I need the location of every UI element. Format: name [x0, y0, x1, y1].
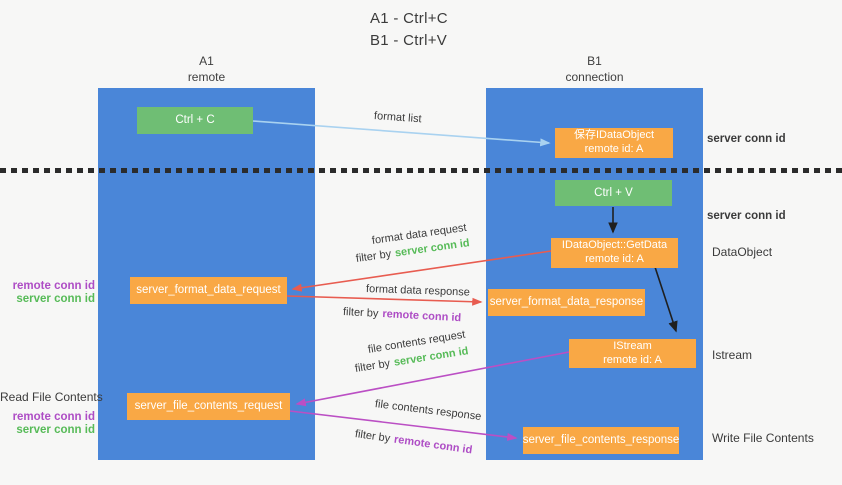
save-idataobject-line1: 保存IDataObject: [573, 129, 655, 142]
filter-by-text: filter by: [355, 248, 392, 265]
lifeline-header-b1: B1 connection: [486, 54, 703, 85]
lifeline-b1-name: B1: [587, 54, 602, 68]
filter-by-text: filter by: [354, 357, 391, 375]
ctrl-v-box: Ctrl + V: [555, 180, 672, 206]
ctrl-c-label: Ctrl + C: [175, 114, 215, 127]
left-conn-id-block-2: Read File Contents remote conn id server…: [0, 390, 103, 437]
getdata-line2: remote id: A: [585, 253, 644, 265]
save-idataobject-line2: remote id: A: [584, 143, 644, 155]
istream-line2: remote id: A: [603, 353, 662, 366]
server-file-contents-request-box: server_file_contents_request: [127, 393, 290, 420]
server-conn-id-annotation-2: server conn id: [16, 424, 95, 436]
istream-line1: IStream: [613, 339, 652, 352]
title-line-b1: B1 - Ctrl+V: [370, 31, 448, 49]
server-format-data-response-label: server_format_data_response: [489, 296, 644, 309]
lifeline-a1-role: remote: [187, 69, 226, 84]
file-contents-response-label: file contents response: [374, 398, 482, 423]
lifeline-a1-name: A1: [199, 54, 214, 68]
filter-by-text: filter by: [342, 306, 379, 320]
dataobject-annotation: DataObject: [712, 245, 773, 259]
server-conn-id-annotation-mid: server conn id: [707, 210, 786, 222]
lifeline-b1-role: connection: [565, 69, 624, 84]
server-format-data-request-label: server_format_data_request: [136, 284, 281, 297]
filter-by-text: filter by: [354, 428, 391, 445]
format-data-response-label: format data response: [365, 283, 471, 299]
remote-conn-id-annotation-1: remote conn id: [12, 280, 95, 292]
server-conn-id-annotation-1: server conn id: [16, 293, 95, 305]
server-file-contents-request-label: server_file_contents_request: [134, 400, 283, 413]
remote-conn-id-key: remote conn id: [393, 433, 473, 457]
server-conn-id-annotation-top: server conn id: [707, 133, 786, 145]
ctrl-c-box: Ctrl + C: [137, 107, 253, 134]
diagram-title: A1 - Ctrl+C B1 - Ctrl+V: [370, 8, 448, 52]
write-file-contents-annotation: Write File Contents: [712, 431, 814, 445]
server-format-data-request-box: server_format_data_request: [130, 277, 287, 304]
remote-conn-id-annotation-2: remote conn id: [12, 411, 95, 423]
getdata-box: IDataObject::GetData remote id: A: [551, 238, 678, 268]
server-format-data-response-box: server_format_data_response: [488, 289, 645, 316]
session-divider: [0, 168, 842, 173]
read-file-contents-annotation: Read File Contents: [0, 390, 103, 404]
lifeline-header-a1: A1 remote: [98, 54, 315, 85]
istream-annotation: Istream: [712, 348, 753, 362]
remote-conn-id-key: remote conn id: [382, 308, 462, 325]
format-list-label: format list: [373, 110, 422, 126]
left-conn-id-block-1: remote conn id server conn id: [0, 280, 95, 306]
server-file-contents-response-label: server_file_contents_response: [522, 434, 680, 447]
ctrl-v-label: Ctrl + V: [594, 186, 633, 199]
title-line-a1: A1 - Ctrl+C: [370, 10, 448, 27]
save-idataobject-box: 保存IDataObject remote id: A: [555, 128, 673, 158]
istream-box: IStream remote id: A: [569, 339, 696, 368]
server-file-contents-response-box: server_file_contents_response: [523, 427, 679, 454]
getdata-line1: IDataObject::GetData: [561, 239, 668, 252]
